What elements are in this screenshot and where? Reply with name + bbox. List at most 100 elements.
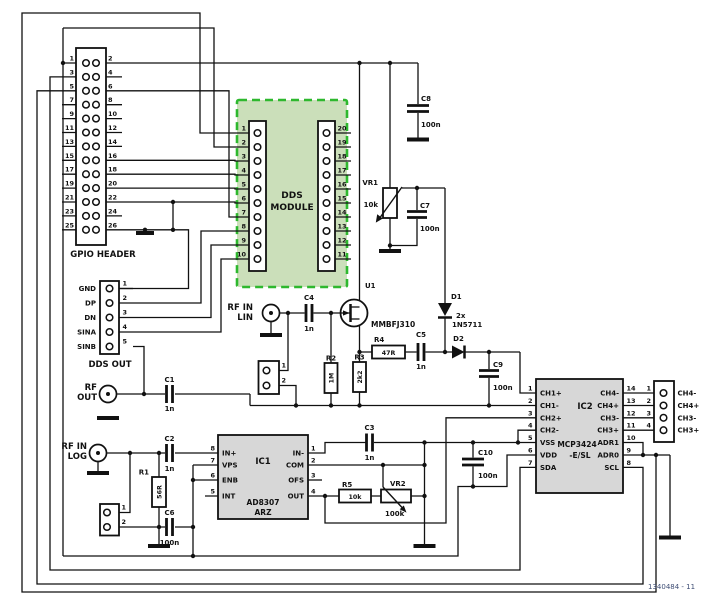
c1-ref: C1 [164, 376, 174, 384]
gpio-pin-number: 17 [65, 166, 74, 174]
dds-pin-number: 19 [338, 139, 348, 147]
pin-circle [81, 156, 91, 165]
gpio-pin-number: 23 [65, 207, 74, 215]
junction-dot [357, 403, 362, 408]
dds-pin-number: 14 [338, 209, 348, 217]
pin-circle [322, 212, 331, 222]
d2-ref: D2 [453, 335, 464, 343]
r4-body [371, 344, 406, 360]
junction-dot [422, 462, 427, 468]
header-pin-number: 1 [282, 362, 287, 370]
dds-module-label2: MODULE [270, 203, 313, 213]
d1-ref: D1 [451, 293, 462, 301]
junction-dot [142, 227, 148, 232]
c4-value: 1n [304, 325, 314, 333]
ic2-pin-number: 11 [627, 422, 637, 430]
gpio-pin-number: 11 [65, 124, 75, 132]
ic1-pin-number: 2 [311, 457, 316, 465]
gpio-pin-number: 8 [108, 96, 113, 104]
junction-dot [322, 493, 328, 499]
junction-dot [653, 452, 659, 458]
ic2-pin-number: 5 [528, 434, 533, 442]
dds-out-pin-number: 3 [123, 309, 128, 317]
ic2-pin-number: 9 [627, 447, 632, 455]
junction-dot [357, 60, 362, 66]
junction-dot [190, 553, 196, 559]
pin-circle [253, 184, 262, 194]
pin-circle [253, 254, 262, 264]
gpio-header-body [75, 47, 107, 246]
junction-dot [293, 403, 299, 408]
ic2-pin-number: 7 [528, 459, 533, 467]
pin-circle [322, 254, 331, 264]
junction-dot [156, 524, 162, 530]
pin-circle [91, 225, 101, 234]
c5-value: 1n [416, 363, 426, 371]
pin-circle [253, 198, 262, 208]
pin-circle [105, 298, 114, 308]
pin-circle [81, 142, 91, 151]
u1-jfet [339, 298, 369, 328]
ic1-pin-number: 1 [311, 445, 316, 453]
rf-in-lin-label1: RF IN [227, 303, 253, 313]
pin-circle [91, 184, 101, 193]
pin-circle [105, 284, 114, 293]
dds-out-pin-number: 1 [123, 280, 128, 288]
dds-pin-number: 5 [241, 181, 246, 189]
pin-circle [253, 212, 262, 222]
gpio-pin-number: 9 [69, 110, 74, 118]
dds-out-pin-name: DN [84, 314, 96, 322]
rf-in-log-connector [88, 443, 108, 463]
c6-ref: C6 [164, 509, 174, 517]
conn4-pin-number: 4 [646, 422, 651, 430]
dds-pin-number: 8 [241, 223, 246, 231]
ic2-pin-name: CH1+ [540, 390, 562, 398]
vr1-ref: VR1 [362, 179, 378, 187]
pin-circle [659, 401, 668, 410]
dds-pin-number: 16 [338, 181, 348, 189]
ic1-part: AD8307 [247, 498, 280, 507]
r4-value: 47R [382, 350, 396, 357]
rf-in-lin-label2: LIN [237, 313, 253, 323]
pin-circle [81, 128, 91, 137]
c8-value: 100n [421, 121, 441, 129]
ic1-pin-name: INT [222, 493, 235, 501]
r1-value: 56R [157, 485, 164, 499]
ic2-pin-name: SDA [540, 464, 557, 472]
rf-in-lin-connector [261, 303, 281, 323]
ic2-pin-name: CH1- [540, 402, 559, 410]
c5-ref: C5 [416, 331, 426, 339]
c8-ref: C8 [421, 95, 431, 103]
junction-dot [127, 450, 133, 456]
conn4-body [653, 380, 675, 443]
gpio-pin-number: 22 [108, 194, 117, 202]
r1-body [151, 476, 167, 508]
rf-in-log-label2: LOG [68, 452, 87, 462]
ic2-pin-name: CH3- [600, 414, 619, 422]
capacitor-plates [165, 104, 499, 536]
gpio-pin-number: 12 [108, 124, 117, 132]
dds-pin-number: 12 [338, 237, 347, 245]
dds-pin-number: 3 [241, 153, 246, 161]
pin-circle [322, 128, 331, 138]
junction-dot [141, 391, 147, 397]
ic2-pin-number: 6 [528, 447, 533, 455]
dds-pin-number: 13 [338, 223, 347, 231]
pin-circle [253, 142, 262, 152]
ic2-pin-name: VSS [540, 439, 555, 447]
junction-dot [190, 524, 196, 530]
dds-pin-number: 4 [241, 167, 246, 175]
gpio-pin-number: 4 [108, 68, 113, 76]
gpio-pin-number: 16 [108, 152, 118, 160]
ic2-part: MCP3424 [557, 440, 596, 449]
conn4-pin-label: CH4- [678, 390, 697, 398]
gpio-pin-number: 26 [108, 221, 118, 229]
gpio-header-label: GPIO HEADER [70, 250, 136, 260]
pin-circle [322, 226, 331, 236]
rf-out-label2: OUT [77, 393, 97, 403]
ic2-pin-number: 14 [627, 385, 637, 393]
dds-pin-number: 1 [241, 125, 246, 133]
conn4-pin-number: 3 [646, 409, 651, 417]
